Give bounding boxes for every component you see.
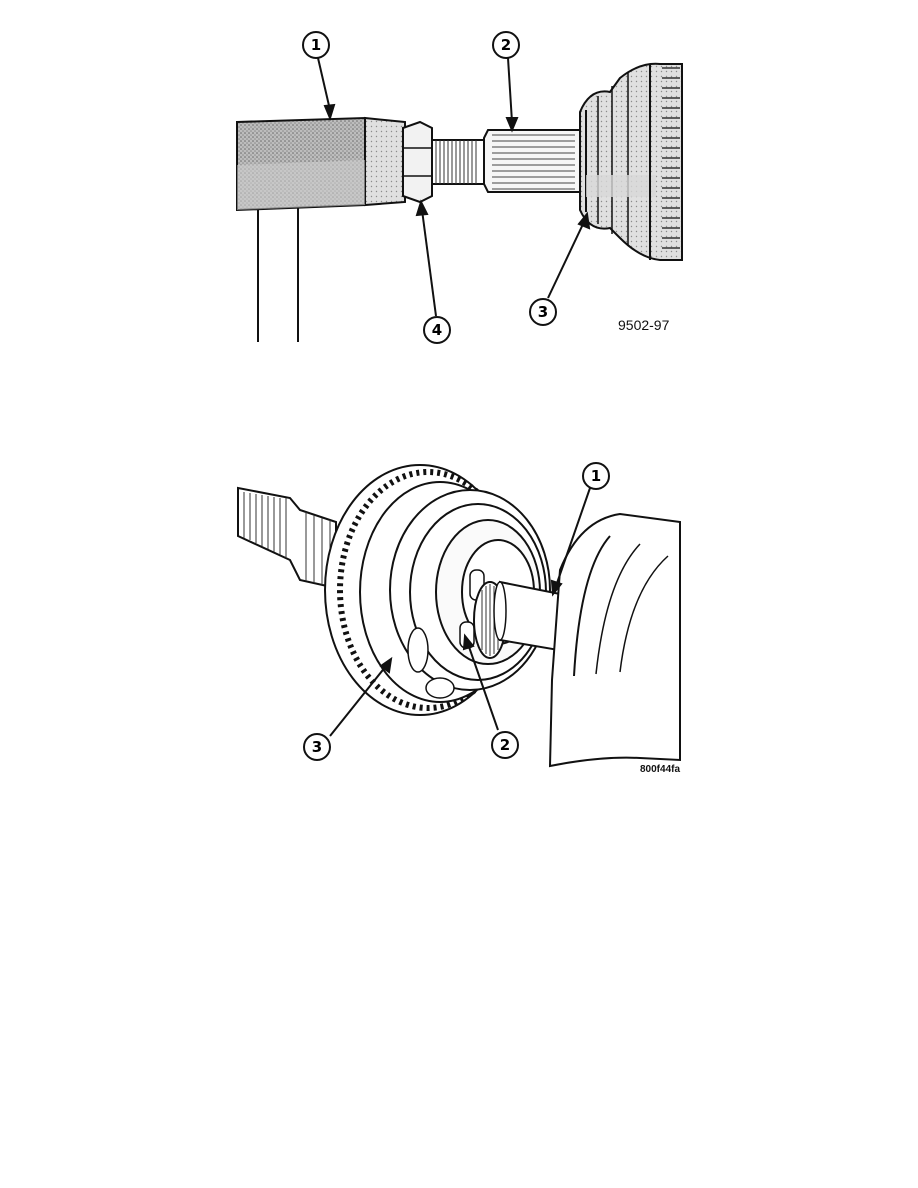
figure-1-illustration: 1 2 3 4 9502-97 <box>236 31 683 344</box>
callout-label: 4 <box>432 321 442 339</box>
callout-label: 1 <box>591 467 601 485</box>
figure-2-illustration: 1 2 3 800f44fa <box>237 462 681 775</box>
cv-joint-housing <box>579 62 683 261</box>
leader-lines <box>329 487 591 737</box>
callout-label: 3 <box>312 738 322 756</box>
callout-1: 1 <box>302 31 330 59</box>
hex-nut <box>402 120 433 204</box>
splined-shaft <box>483 129 581 193</box>
callout-2: 2 <box>491 731 519 759</box>
callout-3: 3 <box>303 733 331 761</box>
callout-2: 2 <box>492 31 520 59</box>
callout-label: 1 <box>311 36 321 54</box>
axle-shaft <box>493 580 571 654</box>
callout-1: 1 <box>582 462 610 490</box>
threaded-stud <box>431 139 485 185</box>
leader-lines <box>317 57 591 317</box>
tool-body <box>236 116 406 212</box>
callout-label: 3 <box>538 303 548 321</box>
callout-label: 2 <box>501 36 511 54</box>
figure-2-cv-joint: 1 2 3 800f44fa <box>0 440 918 800</box>
callout-3: 3 <box>529 298 557 326</box>
figure-code: 800f44fa <box>640 764 680 775</box>
cv-boot <box>548 512 681 768</box>
stub-shaft <box>237 486 337 590</box>
callout-label: 2 <box>500 736 510 754</box>
callout-4: 4 <box>423 316 451 344</box>
figure-code: 9502-97 <box>618 317 670 333</box>
figure-1-shaft-tool: 1 2 3 4 9502-97 <box>0 0 918 360</box>
